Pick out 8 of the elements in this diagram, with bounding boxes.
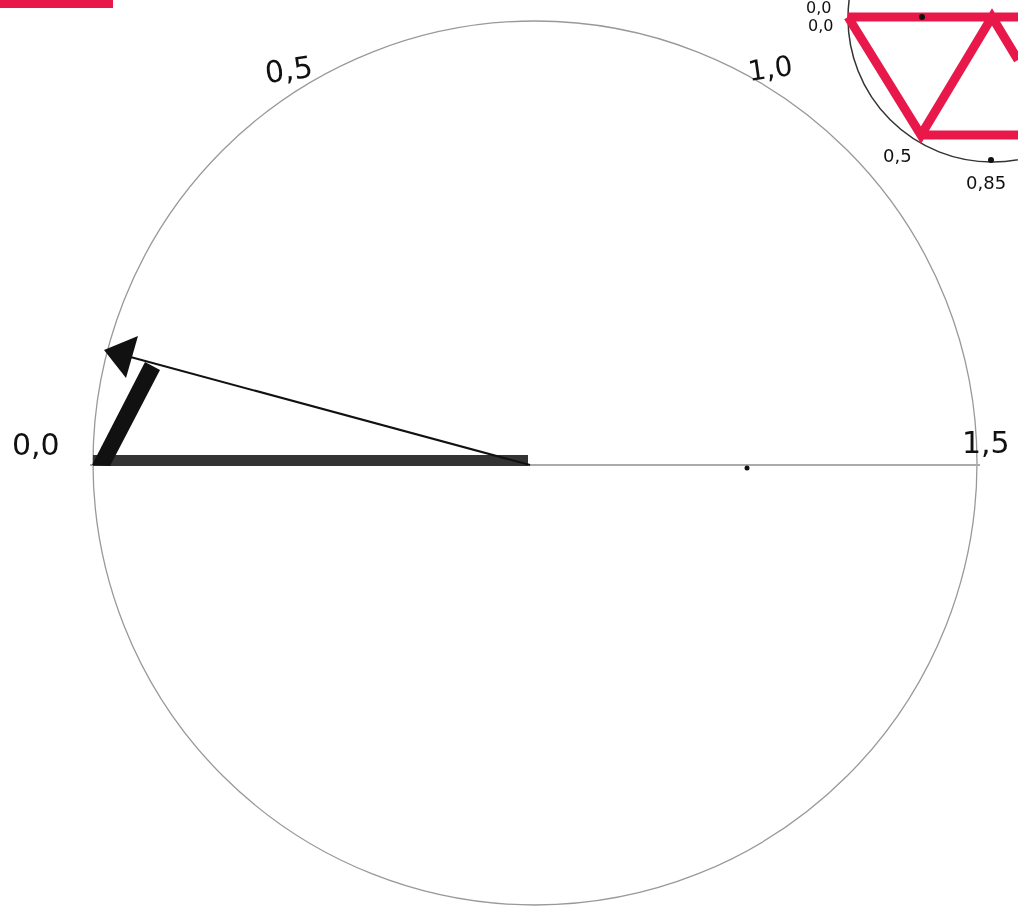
axis-value: 1,0 bbox=[746, 52, 795, 86]
axis-value: 0,5 bbox=[263, 51, 315, 89]
axis-value: 0,0 bbox=[806, 0, 832, 16]
axis-value: 0,0 bbox=[12, 430, 60, 460]
axis-value: 1,5 bbox=[962, 428, 1010, 458]
axis-value: 0,5 bbox=[883, 147, 912, 165]
axis-value: 0,85 bbox=[966, 174, 1007, 192]
axis-value: 0,0 bbox=[808, 18, 834, 34]
